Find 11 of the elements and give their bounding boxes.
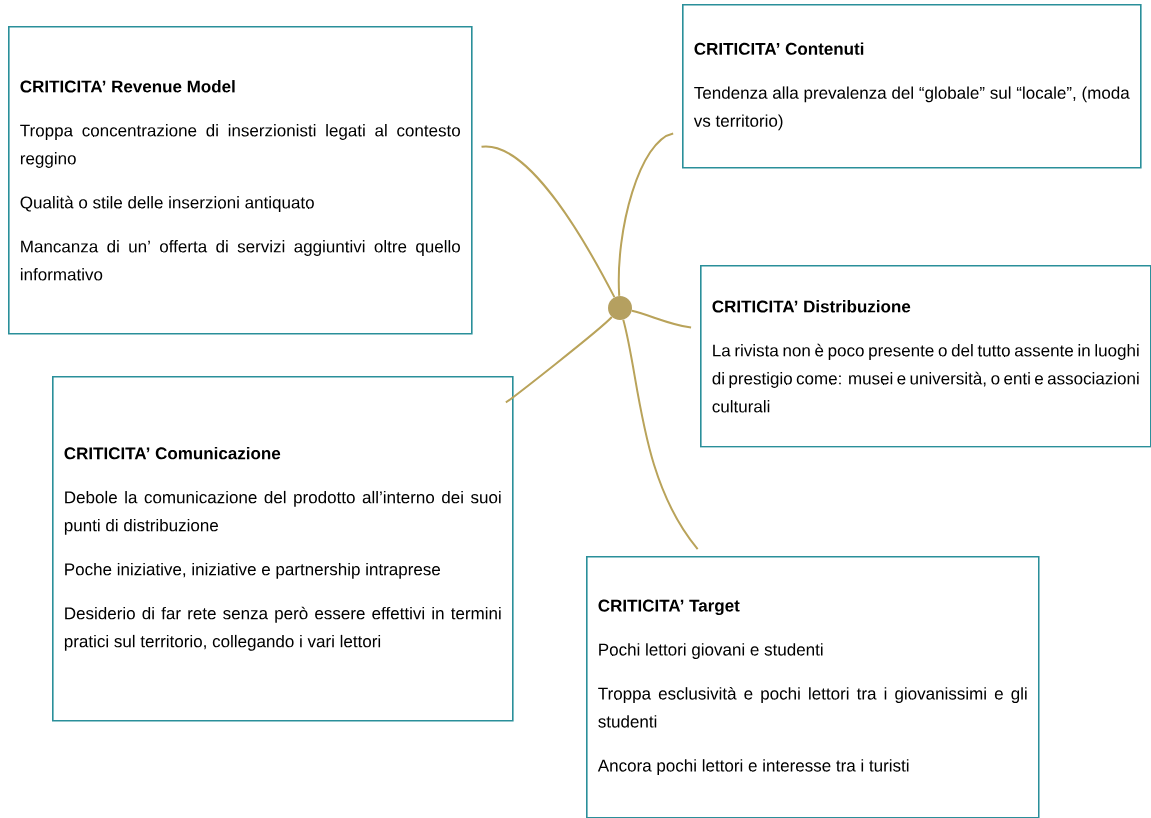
center-dot [608, 296, 632, 320]
criticality-box: CRITICITA’ Distribuzione La rivista non è poco presente o del tutto assente in luoghi di prestigio come: musei e università, o enti e associazioni culturali [700, 265, 1151, 448]
criticality-box: CRITICITA’ Revenue Model Troppa concentrazione di inserzionisti legati al contesto reggino Qualità o stile delle inserzioni antiquato Mancanza di un’ offerta di servizi aggiuntivi oltre quello informativo [8, 26, 473, 335]
criticality-box: CRITICITA’ Contenuti Tendenza alla prevalenza del “globale” sul “locale”, (moda vs territorio) [682, 4, 1142, 169]
connector-curve [480, 145, 616, 299]
connector-curve [504, 316, 613, 404]
criticality-box: CRITICITA’ Target Pochi lettori giovani e studenti Troppa esclusività e pochi lettori tra i giovanissimi e gli studenti Ancora pochi lettori e interesse tra i turisti [586, 556, 1040, 818]
connector-curve [617, 132, 675, 297]
connector-curve [630, 309, 693, 329]
criticality-box: CRITICITA’ Comunicazione Debole la comunicazione del prodotto all’interno dei suoi punti di distribuzione Poche iniziative, iniziative e partnership intraprese Desiderio di far rete senza però essere effettivi in termini pratici sul territorio, collegando i vari lettori [52, 376, 514, 722]
connector-curve [622, 318, 699, 551]
